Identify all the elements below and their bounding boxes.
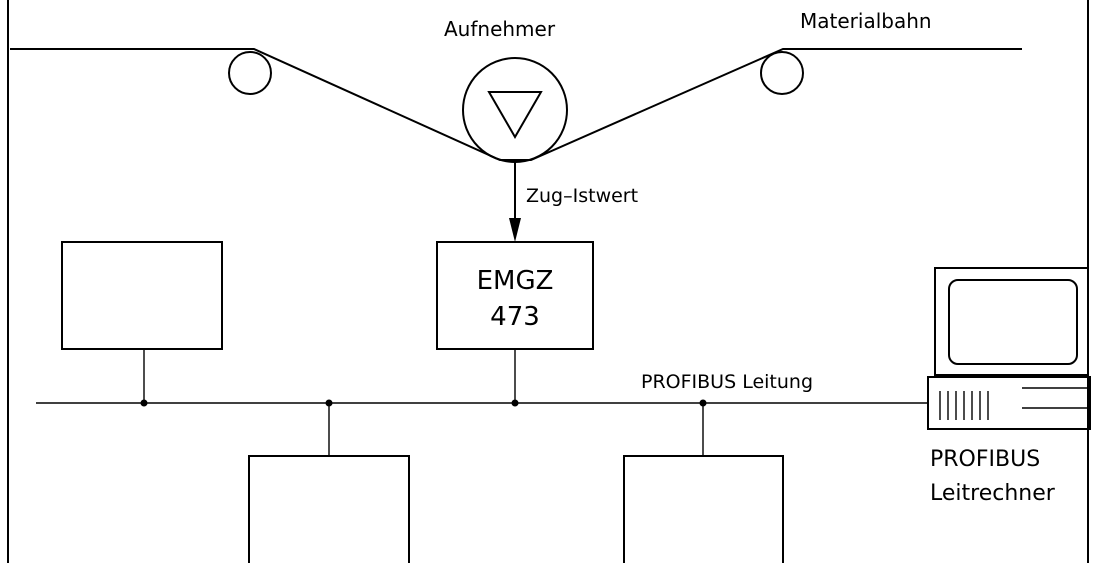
host-label-line2: Leitrechner (930, 481, 1056, 506)
computer-base (927, 376, 1091, 430)
host-computer-icon (927, 267, 1091, 430)
device-label-line1: EMGZ (477, 266, 554, 296)
sensor-triangle-icon (487, 91, 543, 139)
device-label-line2: 473 (490, 302, 540, 332)
material-web (10, 48, 1022, 161)
bus-node-box-bottom-left (248, 455, 410, 563)
sensor-roller (462, 57, 568, 163)
bus-junction-dot (140, 399, 148, 407)
host-label-line1: PROFIBUS (930, 447, 1040, 472)
bus-label: PROFIBUS Leitung (641, 371, 813, 393)
sensor-label: Aufnehmer (444, 17, 556, 41)
drive-slots-icon (939, 391, 989, 420)
bus-node-box-top-left (61, 241, 223, 350)
left-guide-roller (228, 51, 272, 95)
signal-arrowhead (509, 218, 521, 242)
signal-label: Zug–Istwert (526, 185, 638, 207)
monitor-screen (948, 279, 1078, 365)
monitor-outer (934, 267, 1089, 376)
bus-node-box-bottom-right (623, 455, 784, 563)
web-label: Materialbahn (800, 9, 932, 33)
bus-junction-dot (511, 399, 519, 407)
right-guide-roller (760, 51, 804, 95)
